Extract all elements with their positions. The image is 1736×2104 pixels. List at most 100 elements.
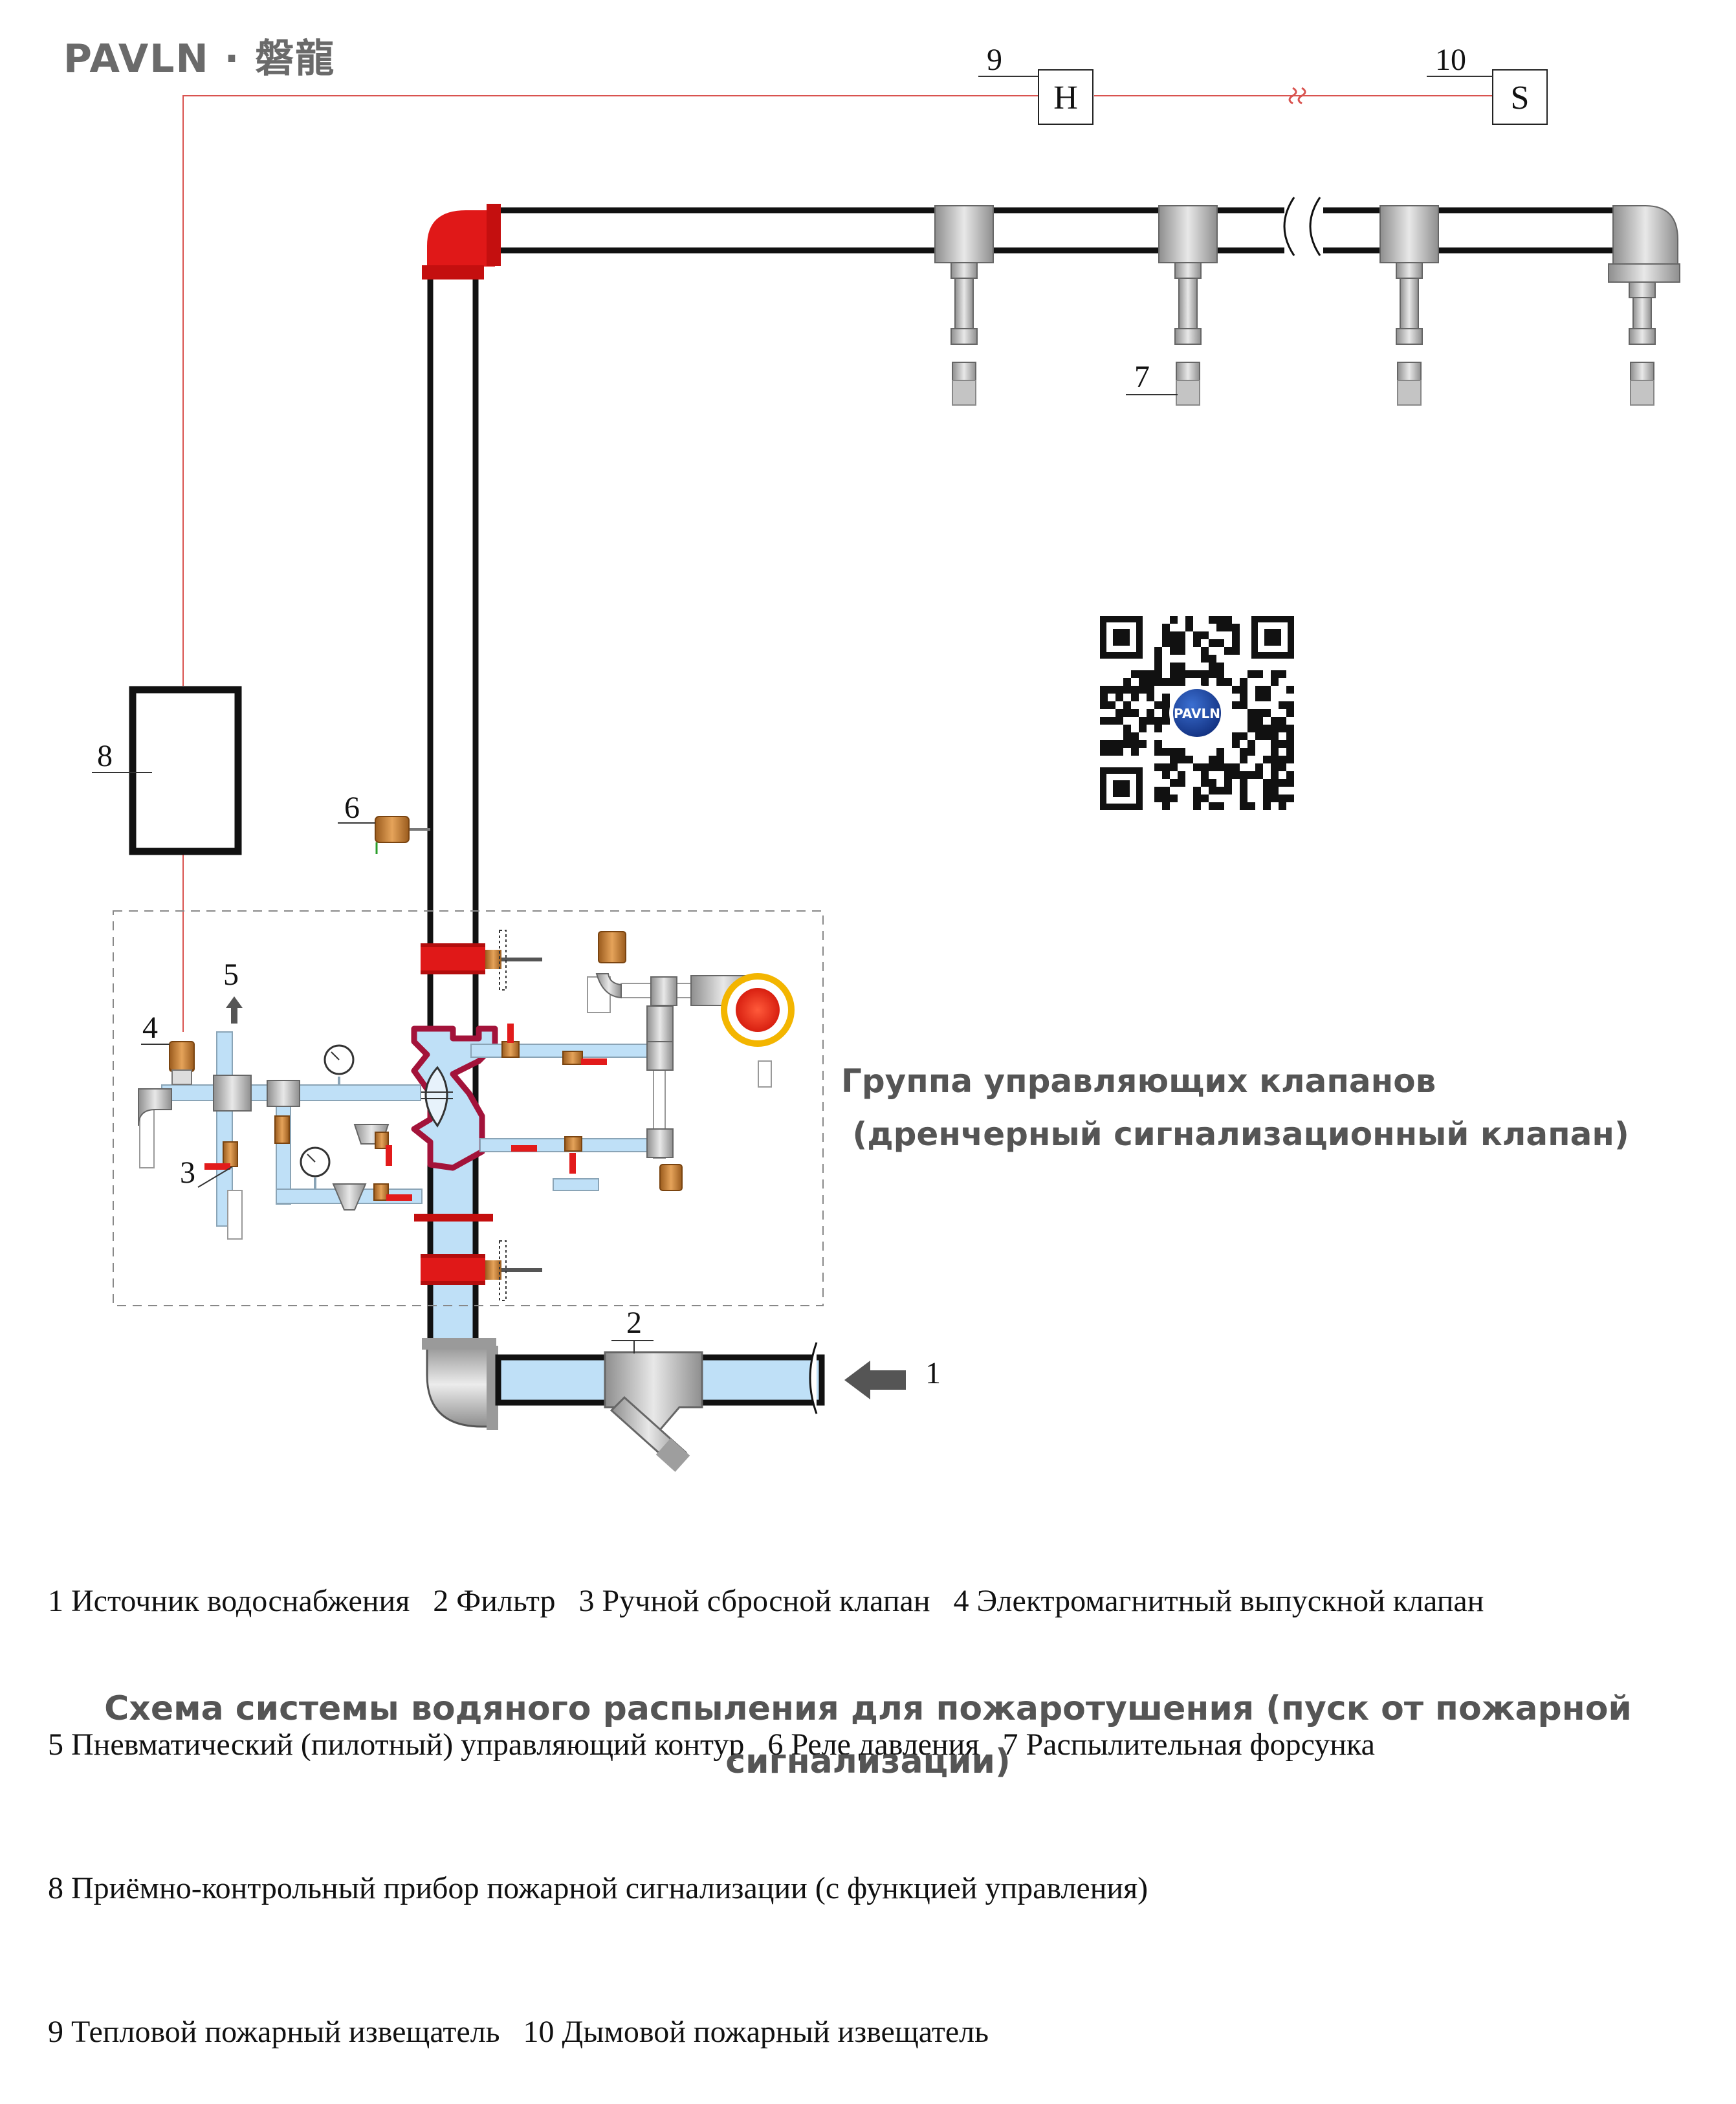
- qr-module: [1232, 686, 1240, 694]
- qr-module: [1232, 631, 1240, 639]
- qr-module: [1286, 740, 1294, 748]
- callout-7: 7: [1134, 360, 1150, 394]
- qr-module: [1232, 771, 1240, 779]
- qr-module: [1178, 647, 1185, 655]
- qr-module: [1255, 694, 1263, 701]
- heat-detector: H: [1038, 69, 1093, 125]
- qr-module: [1185, 670, 1193, 678]
- qr-module: [1271, 732, 1279, 740]
- qr-module: [1162, 694, 1170, 701]
- qr-module: [1193, 763, 1201, 771]
- qr-module: [1162, 624, 1170, 631]
- fire-sprinkler-diagram: H S: [92, 43, 1680, 1473]
- qr-module: [1271, 678, 1279, 686]
- qr-module: [1162, 678, 1170, 686]
- qr-module: [1115, 748, 1123, 756]
- qr-module: [1286, 686, 1294, 694]
- qr-module: [1115, 686, 1123, 694]
- qr-module: [1224, 678, 1232, 686]
- pressure-switch: [375, 816, 430, 854]
- qr-module: [1193, 670, 1201, 678]
- qr-module: [1170, 763, 1178, 771]
- qr-module: [1201, 647, 1209, 655]
- qr-module: [1100, 717, 1108, 725]
- qr-module: [1100, 748, 1108, 756]
- qr-module: [1131, 748, 1139, 756]
- qr-module: [1286, 756, 1294, 763]
- pressure-gauge: [300, 1146, 331, 1189]
- callouts: [92, 76, 1493, 1353]
- qr-module: [1139, 740, 1147, 748]
- qr-module: [1170, 794, 1178, 802]
- qr-module: [1154, 717, 1162, 725]
- brand-logo: PAVLN · 磐龍: [63, 36, 336, 82]
- qr-module: [1286, 701, 1294, 709]
- qr-module: [1216, 763, 1224, 771]
- qr-module: [1178, 779, 1185, 787]
- qr-module: [1286, 771, 1294, 779]
- qr-module: [1147, 694, 1154, 701]
- qr-module: [1263, 787, 1271, 794]
- qr-module: [1286, 732, 1294, 740]
- qr-module: [1279, 701, 1286, 709]
- qr-module: [1123, 732, 1131, 740]
- qr-module: [1170, 639, 1178, 647]
- qr-module: [1201, 794, 1209, 802]
- qr-module: [1139, 678, 1147, 686]
- qr-module: [1263, 725, 1271, 732]
- qr-module: [1201, 779, 1209, 787]
- qr-module: [1224, 647, 1232, 655]
- callout-6: 6: [344, 791, 360, 825]
- qr-module: [1170, 631, 1178, 639]
- qr-module: [1271, 740, 1279, 748]
- qr-module: [1170, 756, 1178, 763]
- strainer-filter: [604, 1351, 703, 1473]
- legend-line: 9 Тепловой пожарный извещатель 10 Дымово…: [48, 2015, 989, 2049]
- qr-module: [1255, 717, 1263, 725]
- qr-module: [1209, 663, 1216, 670]
- control-valve-group-frame: [113, 910, 824, 1306]
- qr-module: [1154, 647, 1162, 655]
- qr-module: [1232, 740, 1240, 748]
- qr-module: [1108, 686, 1115, 694]
- qr-module: [1154, 740, 1162, 748]
- spray-nozzle-row: [934, 205, 1680, 406]
- qr-module: [1154, 787, 1162, 794]
- qr-module: [1100, 686, 1108, 694]
- qr-module: [1178, 756, 1185, 763]
- qr-module: [1147, 670, 1154, 678]
- qr-module: [1162, 631, 1170, 639]
- qr-module: [1209, 655, 1216, 663]
- qr-module: [1162, 794, 1170, 802]
- valve-group-title: Группа управляющих клапанов (дренчерный …: [841, 1055, 1629, 1161]
- qr-module: [1247, 740, 1255, 748]
- qr-module: [1216, 624, 1224, 631]
- callout-4: 4: [142, 1011, 158, 1045]
- qr-module: [1170, 779, 1178, 787]
- signal-wiring: [182, 87, 1493, 1032]
- qr-module: [1108, 701, 1115, 709]
- qr-module: [1170, 647, 1178, 655]
- qr-module: [1209, 802, 1216, 810]
- qr-module: [1216, 787, 1224, 794]
- smoke-detector-letter: S: [1511, 80, 1530, 116]
- qr-module: [1279, 670, 1286, 678]
- qr-module: [1271, 794, 1279, 802]
- caption-line1: Схема системы водяного распыления для по…: [104, 1689, 1632, 1728]
- qr-module: [1224, 771, 1232, 779]
- qr-module: [1279, 802, 1286, 810]
- qr-module: [1115, 709, 1123, 717]
- qr-module: [1115, 717, 1123, 725]
- qr-module: [1271, 748, 1279, 756]
- qr-module: [1247, 771, 1255, 779]
- qr-module: [1240, 787, 1247, 794]
- qr-module: [1178, 631, 1185, 639]
- qr-module: [1247, 748, 1255, 756]
- qr-module: [1263, 779, 1271, 787]
- figure-caption: Схема системы водяного распыления для по…: [26, 1682, 1710, 1788]
- qr-module: [1216, 756, 1224, 763]
- pressure-gauge: [324, 1044, 355, 1085]
- qr-module: [1286, 779, 1294, 787]
- qr-module: [1209, 670, 1216, 678]
- qr-module: [1178, 639, 1185, 647]
